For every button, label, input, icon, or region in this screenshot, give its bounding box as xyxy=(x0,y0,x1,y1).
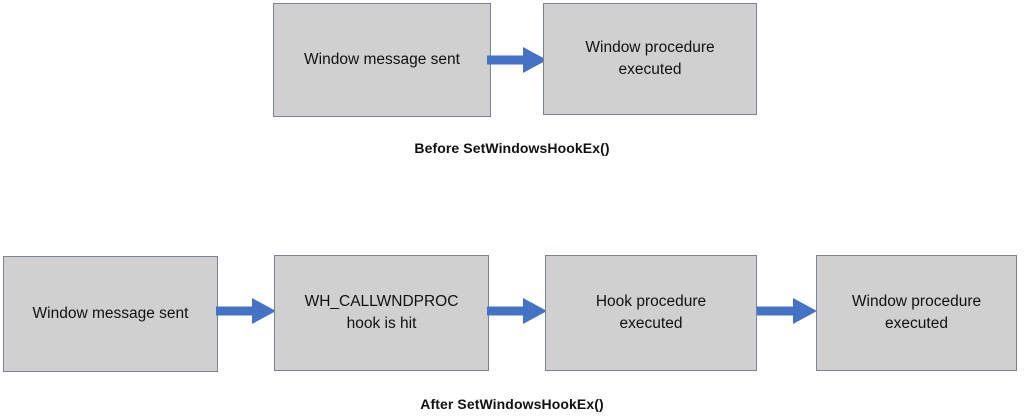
arrow-before-message-to-winproc xyxy=(487,47,547,73)
node-label: Window message sent xyxy=(32,305,189,322)
caption-after-sethookex: After SetWindowsHookEx() xyxy=(420,396,604,412)
caption-before-sethookex: Before SetWindowsHookEx() xyxy=(414,140,610,156)
node-window-message-sent-after[interactable]: Window message sent xyxy=(3,256,218,372)
node-label: Window procedure executed xyxy=(851,293,982,332)
node-label: Hook procedure executed xyxy=(595,293,707,332)
node-label: Window procedure executed xyxy=(585,39,715,78)
node-label: WH_CALLWNDPROC hook is hit xyxy=(304,293,459,332)
arrow-message-to-hookhit xyxy=(216,298,276,324)
node-window-procedure-executed-after[interactable]: Window procedure executed xyxy=(816,255,1017,371)
arrow-hookhit-to-hookproc xyxy=(487,298,547,324)
node-hook-procedure-executed[interactable]: Hook procedure executed xyxy=(545,255,757,371)
node-wh-callwndproc-hook-is-hit[interactable]: WH_CALLWNDPROC hook is hit xyxy=(274,255,489,371)
node-window-procedure-executed-before[interactable]: Window procedure executed xyxy=(543,3,757,115)
node-label: Window message sent xyxy=(304,51,460,68)
arrow-hookproc-to-winproc xyxy=(757,298,817,324)
node-window-message-sent-before[interactable]: Window message sent xyxy=(273,3,491,117)
